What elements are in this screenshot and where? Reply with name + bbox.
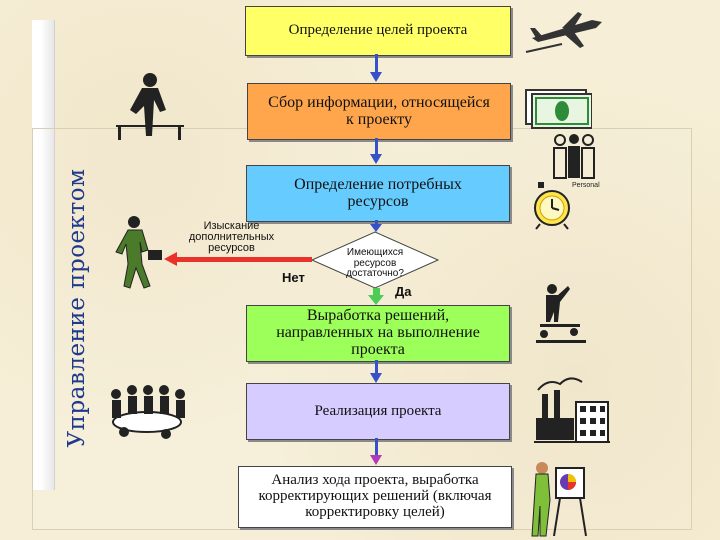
airplane-icon [525,12,602,53]
yes-label: Да [395,284,412,299]
banknote-icon [525,89,592,129]
step-goals: Определение целей проекта [245,6,511,56]
decision-text: Имеющихся ресурсов достаточно? [346,247,404,279]
side-label-container: Управление проектом [54,138,100,478]
step-solutions-text: Выработка решений, направленных на выпол… [276,307,480,358]
step-solutions: Выработка решений, направленных на выпол… [246,305,510,362]
clock-icon: Personal [532,178,602,230]
step-analysis-text: Анализ хода проекта, выработка корректир… [258,472,492,520]
meeting-icon [111,385,185,439]
step-implementation-text: Реализация проекта [314,402,442,419]
step-resources-text: Определение потребных ресурсов [294,175,462,210]
step-resources: Определение потребных ресурсов [246,165,510,222]
step-info-text: Сбор информации, относящейся к проекту [268,93,490,128]
painter-icon [531,462,587,537]
speaker-icon [536,284,586,343]
people-icon [553,134,595,179]
factory-icon [534,377,610,443]
extra-resources-text: Изыскание дополнительных ресурсов [188,220,275,254]
side-label: Управление проектом [64,168,90,448]
clock-text: Personal [572,182,600,189]
businessman-icon [116,73,184,140]
no-label: Нет [282,270,305,285]
walking-man-icon [115,216,162,289]
step-implementation: Реализация проекта [246,383,510,440]
left-strip [32,20,55,490]
step-analysis: Анализ хода проекта, выработка корректир… [238,466,512,528]
step-goals-text: Определение целей проекта [288,22,468,39]
step-info: Сбор информации, относящейся к проекту [247,83,511,140]
